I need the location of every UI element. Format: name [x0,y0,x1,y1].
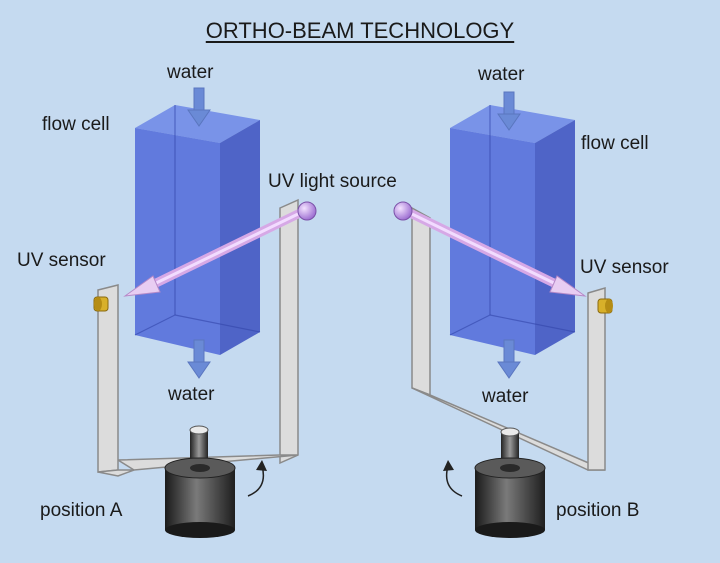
uv-sensor-a [93,296,109,312]
label-water-in-a: water [167,62,214,83]
label-uv-sensor-a: UV sensor [17,250,106,271]
rotation-arrowhead-a [256,460,267,471]
rotation-arrowhead-b [443,460,454,471]
label-position-b: position B [556,500,640,521]
water-in-arrow-b [497,91,521,131]
uv-light-source-bulb-a [297,201,317,221]
label-water-in-b: water [478,64,525,85]
uv-sensor-b [597,298,613,314]
label-position-a: position A [40,500,123,521]
flow-cell-a [134,105,261,355]
water-in-arrow-a [187,87,211,127]
uv-beam-b [407,209,587,297]
uv-light-source-bulb-b [393,201,413,221]
label-water-out-b: water [482,386,529,407]
label-uv-light-source: UV light source [268,171,397,192]
water-out-arrow-a [187,339,211,379]
rotation-arrow-b [445,465,463,497]
base-b [474,427,546,538]
water-out-arrow-b [497,339,521,379]
flow-cell-b [449,105,576,355]
diagram-title: ORTHO-BEAM TECHNOLOGY [205,18,515,43]
label-water-out-a: water [168,384,215,405]
label-flow-cell-a: flow cell [42,114,110,135]
label-flow-cell-b: flow cell [581,133,649,154]
uv-beam-a [123,209,303,297]
base-a [164,425,236,538]
rotation-arrow-a [247,465,265,497]
assembly-position-a [93,87,317,538]
label-uv-sensor-b: UV sensor [580,257,669,278]
bracket-a [97,198,299,477]
assembly-position-b [393,91,613,538]
